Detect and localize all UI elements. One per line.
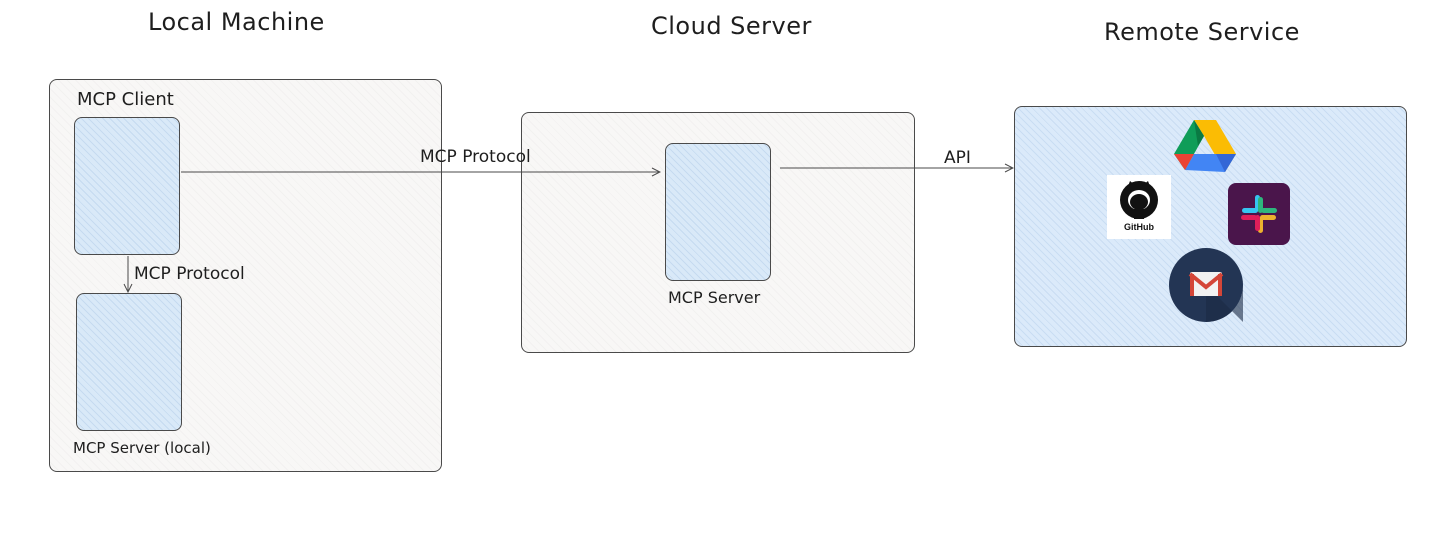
mcp-client-label: MCP Client <box>77 89 174 110</box>
github-icon: GitHub <box>1107 175 1171 239</box>
github-wordmark: GitHub <box>1124 222 1154 232</box>
local-machine-title: Local Machine <box>148 8 325 36</box>
google-drive-icon <box>1174 120 1236 172</box>
mcp-server-node <box>665 143 771 281</box>
cloud-server-title: Cloud Server <box>651 12 812 40</box>
mcp-client-node <box>74 117 180 255</box>
slack-icon <box>1228 183 1290 245</box>
edge-label-client-to-cloud: MCP Protocol <box>420 147 531 167</box>
remote-service-title: Remote Service <box>1104 18 1300 46</box>
gmail-icon <box>1169 248 1243 322</box>
mcp-server-label: MCP Server <box>668 288 761 307</box>
edge-label-server-to-remote: API <box>944 148 971 168</box>
edge-label-client-to-local: MCP Protocol <box>134 264 245 284</box>
mcp-server-local-label: MCP Server (local) <box>73 439 211 457</box>
mcp-server-local-node <box>76 293 182 431</box>
